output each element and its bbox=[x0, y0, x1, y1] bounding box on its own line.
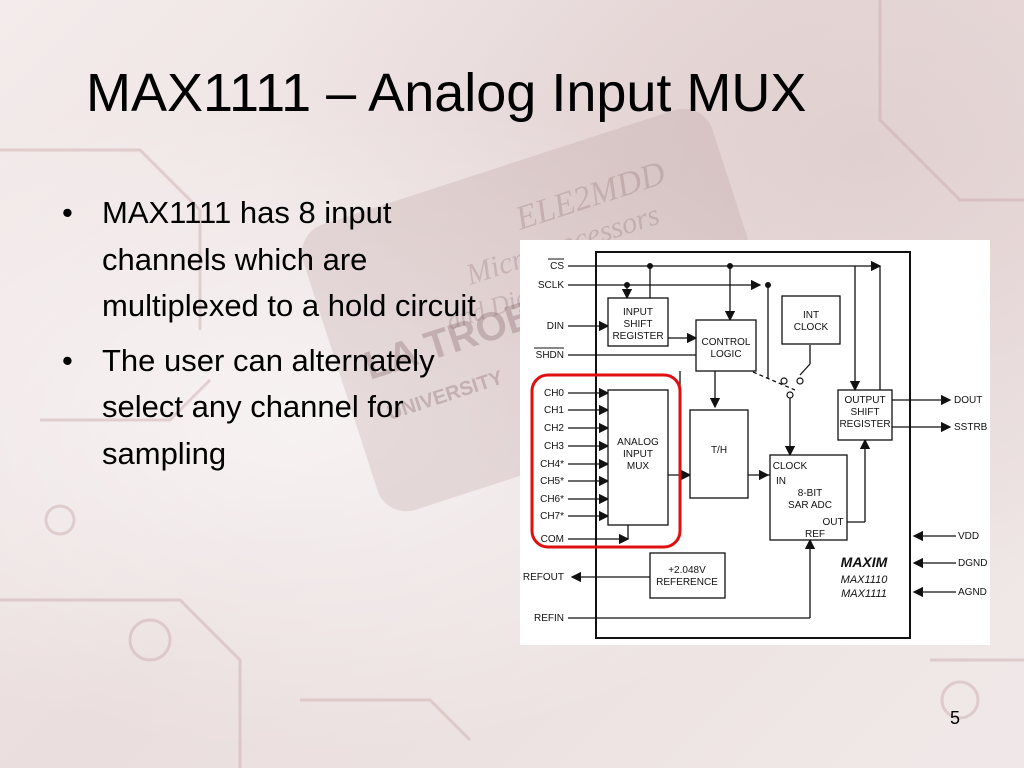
sar-adc-block bbox=[769, 454, 848, 541]
mux-label-3: MUX bbox=[627, 461, 650, 472]
page-number: 5 bbox=[950, 708, 961, 728]
adc-in-label: IN bbox=[776, 476, 786, 487]
part-number-2: MAX1111 bbox=[841, 588, 887, 600]
pin-din: DIN bbox=[547, 321, 564, 332]
adc-bits-label: 8-BIT bbox=[798, 488, 822, 499]
osr-label-1: OUTPUT bbox=[844, 395, 885, 406]
pin-dout: DOUT bbox=[954, 395, 982, 406]
bullet-text: The user can alternately select any chan… bbox=[102, 342, 435, 471]
pin-vdd: VDD bbox=[958, 531, 979, 542]
pin-refin: REFIN bbox=[534, 613, 564, 624]
mux-highlight bbox=[530, 373, 682, 549]
mux-label-1: ANALOG bbox=[617, 437, 659, 448]
int-clock-block bbox=[781, 295, 841, 345]
clock-label-2: CLOCK bbox=[794, 322, 829, 333]
th-label: T/H bbox=[711, 445, 727, 456]
adc-sar-label: SAR ADC bbox=[788, 500, 832, 511]
slide-title: MAX1111 – Analog Input MUX bbox=[86, 63, 807, 123]
osr-label-2: SHIFT bbox=[851, 407, 880, 418]
pin-cs: CS bbox=[550, 261, 564, 272]
output-shift-register-block bbox=[837, 389, 893, 441]
adc-out-label: OUT bbox=[822, 517, 843, 528]
track-hold-block bbox=[689, 409, 749, 499]
bullet-text: MAX1111 has 8 input channels which are m… bbox=[102, 195, 476, 323]
mux-label-2: INPUT bbox=[623, 449, 653, 460]
pin-shdn: SHDN bbox=[536, 350, 564, 361]
pin-sstrb: SSTRB bbox=[954, 422, 988, 433]
pin-ch5: CH5* bbox=[540, 476, 564, 487]
bullet-dot-icon: • bbox=[62, 342, 73, 378]
pin-agnd: AGND bbox=[958, 587, 987, 598]
control-logic-block bbox=[695, 319, 757, 372]
bullet-item: • MAX1111 has 8 input channels which are… bbox=[62, 190, 492, 330]
pin-ch6: CH6* bbox=[540, 494, 564, 505]
isr-label-3: REGISTER bbox=[612, 331, 663, 342]
pin-com: COM bbox=[541, 534, 564, 545]
pin-sclk: SCLK bbox=[538, 280, 564, 291]
part-number-1: MAX1110 bbox=[841, 574, 889, 586]
pin-dgnd: DGND bbox=[958, 558, 987, 569]
bullet-list: • MAX1111 has 8 input channels which are… bbox=[62, 190, 492, 485]
pin-ch1: CH1 bbox=[544, 405, 564, 416]
control-label-1: CONTROL bbox=[702, 337, 751, 348]
control-label-2: LOGIC bbox=[710, 349, 741, 360]
pin-ch3: CH3 bbox=[544, 441, 564, 452]
clock-label-1: INT bbox=[803, 310, 819, 321]
reference-block bbox=[649, 552, 726, 599]
pin-ch4: CH4* bbox=[540, 459, 564, 470]
maxim-logo: MAXIM bbox=[841, 554, 888, 570]
ref-label: REFERENCE bbox=[656, 577, 718, 588]
ref-voltage-label: +2.048V bbox=[668, 565, 706, 576]
pin-refout: REFOUT bbox=[523, 572, 564, 583]
pin-ch7: CH7* bbox=[540, 511, 564, 522]
isr-label-2: SHIFT bbox=[624, 319, 653, 330]
osr-label-3: REGISTER bbox=[839, 419, 890, 430]
pin-ch0: CH0 bbox=[544, 388, 564, 399]
isr-label-1: INPUT bbox=[623, 307, 653, 318]
max1111-block-diagram: INPUT SHIFT REGISTER CONTROL LOGIC INT C… bbox=[520, 240, 990, 645]
input-shift-register-block bbox=[607, 297, 669, 347]
bullet-item: • The user can alternately select any ch… bbox=[62, 338, 492, 478]
pin-ch2: CH2 bbox=[544, 423, 564, 434]
adc-clock-label: CLOCK bbox=[773, 461, 808, 472]
bullet-dot-icon: • bbox=[62, 195, 73, 230]
adc-ref-label: REF bbox=[805, 529, 825, 540]
analog-input-mux-block bbox=[607, 389, 669, 526]
